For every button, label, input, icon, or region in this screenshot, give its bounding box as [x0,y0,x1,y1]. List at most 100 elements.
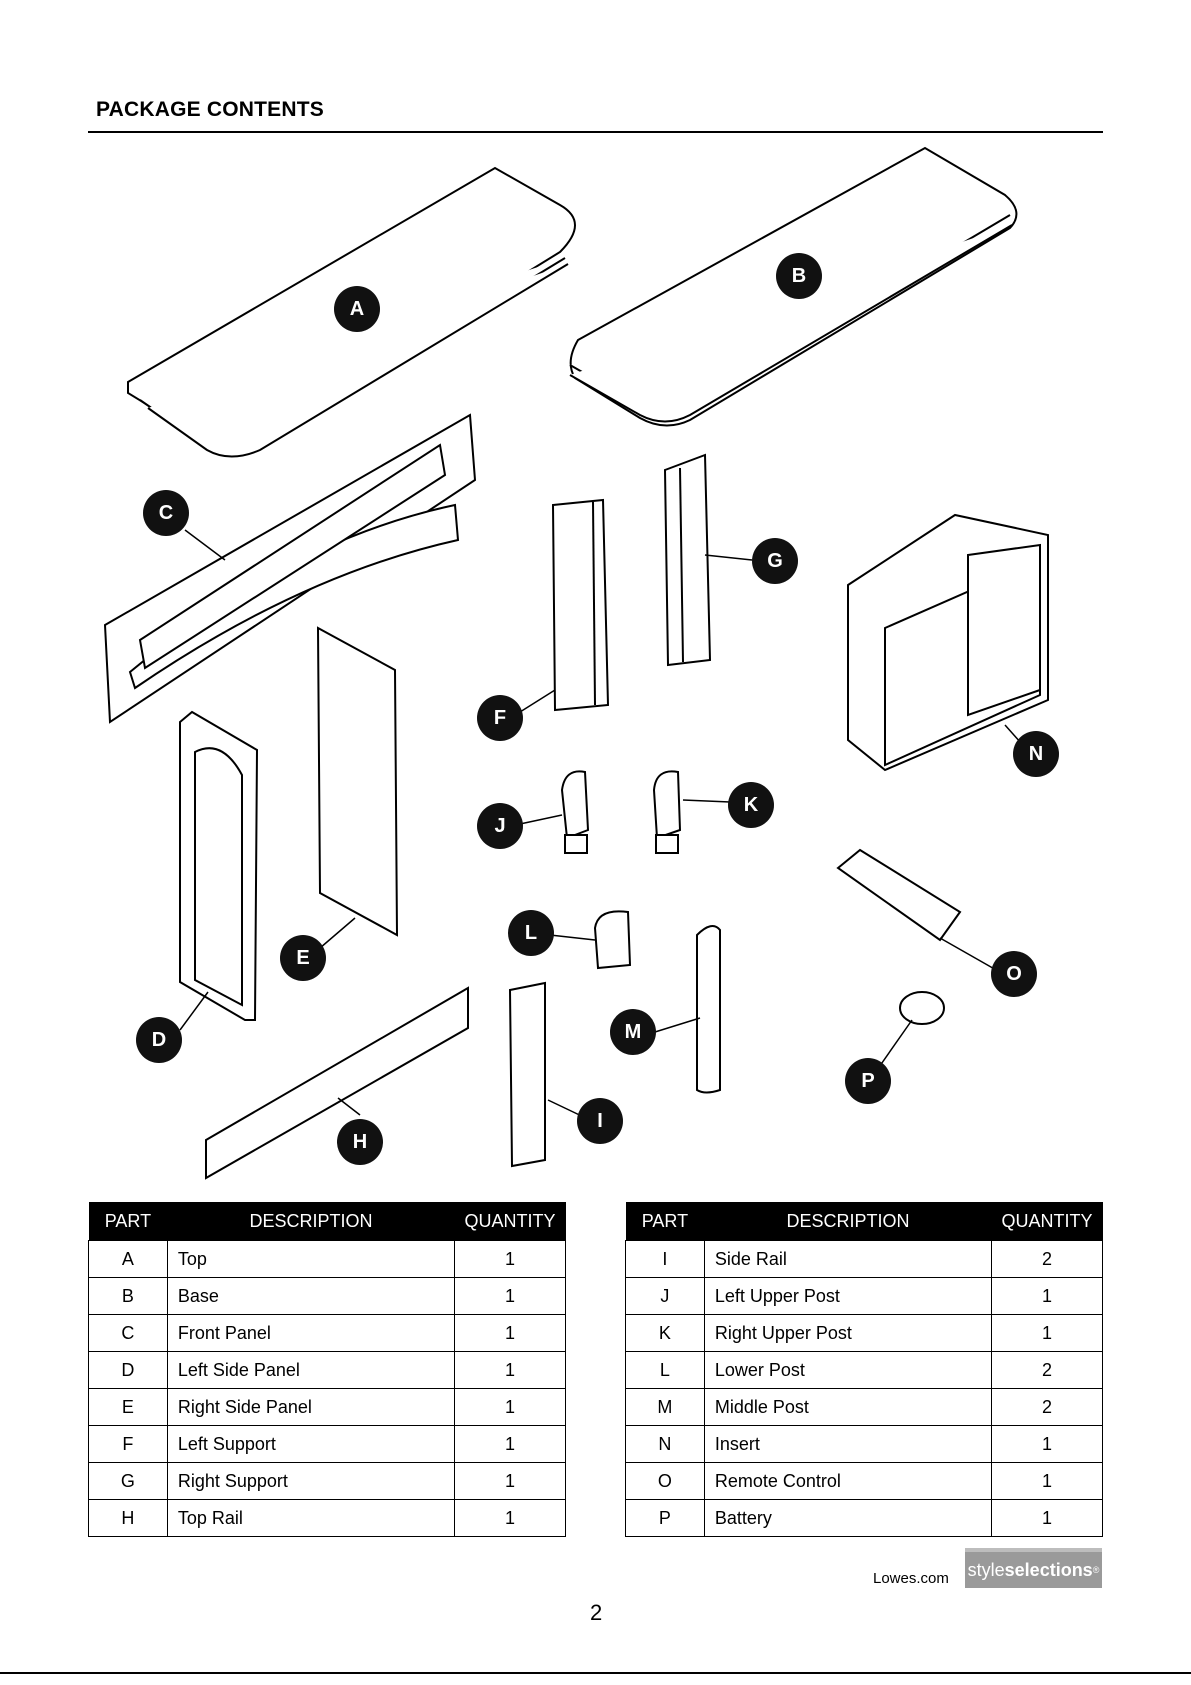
cell-part: B [88,1277,168,1315]
brand-mark: ® [1092,1565,1100,1575]
brand-logo-top [965,1548,1102,1552]
svg-text:D: D [152,1029,166,1051]
callout-m: M [610,1009,656,1055]
cell-description: Left Side Panel [166,1351,456,1389]
svg-text:H: H [353,1131,367,1153]
cell-quantity: 1 [454,1462,566,1500]
table-header-row: PART DESCRIPTION QUANTITY [625,1202,1103,1241]
cell-part: C [88,1314,168,1352]
bottom-rule [0,1672,1191,1674]
cell-part: D [88,1351,168,1389]
callout-l: L [508,910,554,956]
cell-description: Front Panel [166,1314,456,1352]
brand-light: style [967,1559,1005,1580]
part-left-upper-post-drawing [560,770,590,854]
part-insert-drawing [847,513,1049,772]
svg-text:O: O [1006,963,1022,985]
footer-site: Lowes.com [873,1570,949,1587]
brand-bold: selections [1004,1559,1093,1580]
cell-part: I [625,1240,705,1278]
cell-quantity: 1 [454,1388,566,1426]
cell-quantity: 1 [454,1314,566,1352]
svg-text:A: A [350,298,364,320]
svg-text:J: J [494,815,505,837]
part-left-support-drawing [551,498,610,712]
cell-quantity: 1 [991,1425,1103,1463]
svg-text:C: C [159,502,173,524]
cell-quantity: 2 [991,1388,1103,1426]
part-top-rail-drawing [205,986,469,1180]
cell-quantity: 2 [991,1351,1103,1389]
callout-o: O [991,951,1037,997]
part-right-upper-post-drawing [652,770,682,854]
svg-text:E: E [296,947,309,969]
svg-text:L: L [525,922,537,944]
callout-f: F [477,695,523,741]
cell-part: O [625,1462,705,1500]
cell-description: Middle Post [703,1388,993,1426]
cell-part: M [625,1388,705,1426]
part-side-rail-drawing [508,981,546,1168]
cell-part: A [88,1240,168,1278]
cell-quantity: 1 [454,1499,566,1537]
header-part: PART [88,1202,168,1241]
cell-quantity: 1 [991,1499,1103,1537]
cell-part: H [88,1499,168,1537]
part-remote-drawing [836,848,962,942]
part-right-side-panel-drawing [316,626,399,937]
page-number: 2 [590,1600,603,1625]
svg-text:K: K [744,794,759,816]
callout-b: B [776,253,822,299]
cell-quantity: 1 [991,1277,1103,1315]
svg-text:N: N [1029,743,1043,765]
callout-k: K [728,782,774,828]
callout-h: H [337,1119,383,1165]
part-left-side-panel-drawing [179,710,259,1021]
callout-e: E [280,935,326,981]
cell-description: Top Rail [166,1499,456,1537]
cell-quantity: 2 [991,1240,1103,1278]
cell-description: Left Support [166,1425,456,1463]
header-part: PART [625,1202,705,1241]
callout-n: N [1013,731,1059,777]
cell-part: L [625,1351,705,1389]
cell-quantity: 1 [991,1462,1103,1500]
svg-text:F: F [494,707,506,729]
parts-diagram: A B C D E F G H I J K L M N O P [103,146,1059,1180]
part-right-support-drawing [663,453,712,667]
cell-part: F [88,1425,168,1463]
cell-description: Right Side Panel [166,1388,456,1426]
callout-j: J [477,803,523,849]
table-header-row: PART DESCRIPTION QUANTITY [88,1202,566,1241]
svg-text:B: B [792,265,806,287]
title-rule [88,131,1103,133]
cell-part: J [625,1277,705,1315]
header-quantity: QUANTITY [991,1202,1103,1241]
cell-quantity: 1 [454,1351,566,1389]
callout-d: D [136,1017,182,1063]
cell-part: G [88,1462,168,1500]
cell-description: Battery [703,1499,993,1537]
cell-quantity: 1 [454,1240,566,1278]
cell-quantity: 1 [991,1314,1103,1352]
cell-part: P [625,1499,705,1537]
cell-description: Base [166,1277,456,1315]
callout-i: I [577,1098,623,1144]
part-lower-post-drawing [593,910,632,970]
header-description: DESCRIPTION [704,1202,992,1241]
svg-text:I: I [597,1110,603,1132]
cell-quantity: 1 [454,1425,566,1463]
